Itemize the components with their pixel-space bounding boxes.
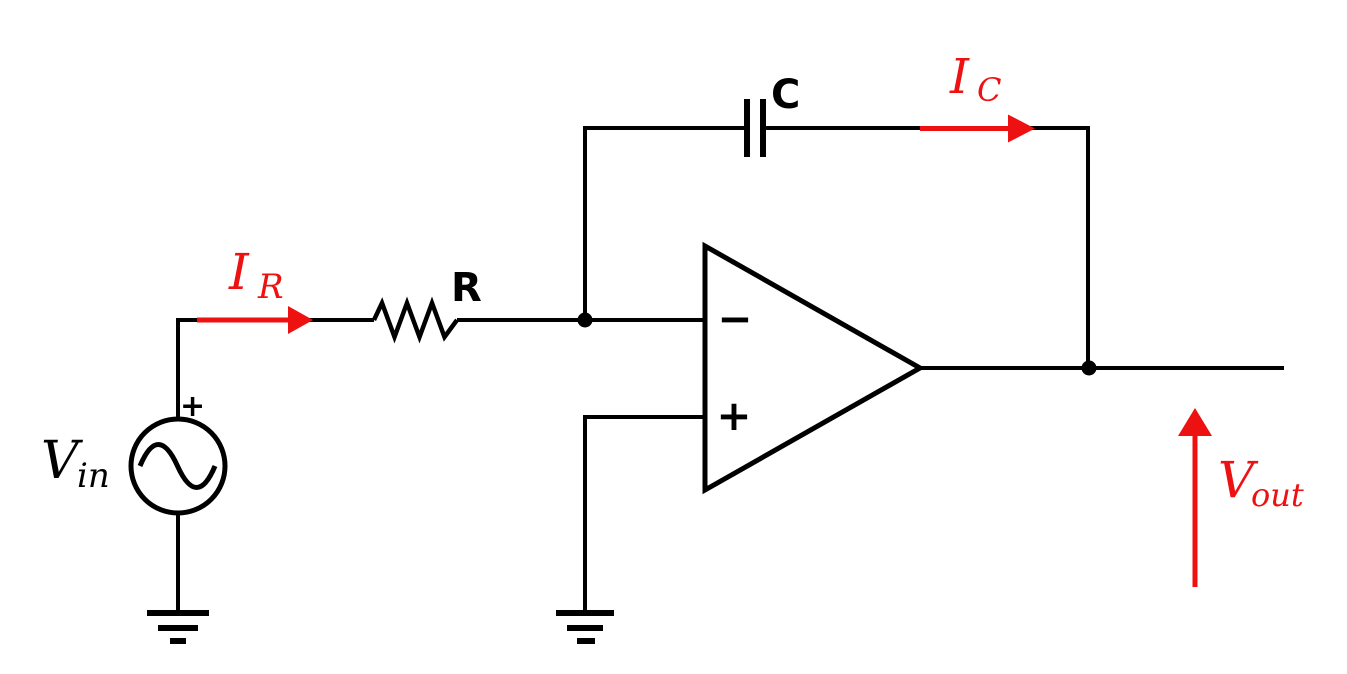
label-resistor: R xyxy=(451,265,482,311)
ir-arrowhead-icon xyxy=(288,306,313,334)
label-resistor-current-sub: R xyxy=(257,267,284,307)
label-capacitor-current-sub: C xyxy=(977,71,1001,109)
capacitor-icon xyxy=(744,99,766,157)
labels: V in I R R C I C V out xyxy=(41,49,1304,514)
label-output-voltage: V xyxy=(1218,451,1259,509)
junction-dot-input xyxy=(577,312,593,328)
sine-wave-icon xyxy=(137,442,218,490)
label-input-voltage-sub: in xyxy=(77,456,110,496)
vout-arrow xyxy=(1178,408,1212,587)
wire-source-to-resistor xyxy=(176,318,374,420)
wire-feedback-right xyxy=(763,126,1090,368)
vout-arrowhead-icon xyxy=(1178,408,1212,436)
opamp-noninverting-sign: + xyxy=(716,391,751,440)
source-polarity-plus: + xyxy=(180,389,205,424)
label-output-voltage-sub: out xyxy=(1251,476,1304,514)
current-arrow-ir xyxy=(197,306,313,334)
wire-feedback-left xyxy=(583,126,747,320)
source-circle xyxy=(128,416,228,516)
resistor-icon xyxy=(371,296,459,344)
label-input-voltage: V xyxy=(41,431,83,491)
ac-source-icon: + xyxy=(128,389,228,516)
current-arrow-ic xyxy=(920,114,1035,143)
ic-arrowhead-icon xyxy=(1008,114,1035,143)
label-resistor-current: I xyxy=(228,243,250,301)
opamp-triangle xyxy=(702,241,926,495)
wire-noninverting-to-ground xyxy=(583,415,705,612)
junction-dot-output xyxy=(1081,360,1097,376)
label-capacitor: C xyxy=(771,72,800,118)
ground-opamp-icon xyxy=(556,610,614,644)
label-capacitor-current: I xyxy=(949,49,970,105)
ground-source-icon xyxy=(147,610,209,644)
opamp-icon: − + xyxy=(702,241,926,495)
opamp-inverting-sign: − xyxy=(717,294,752,343)
